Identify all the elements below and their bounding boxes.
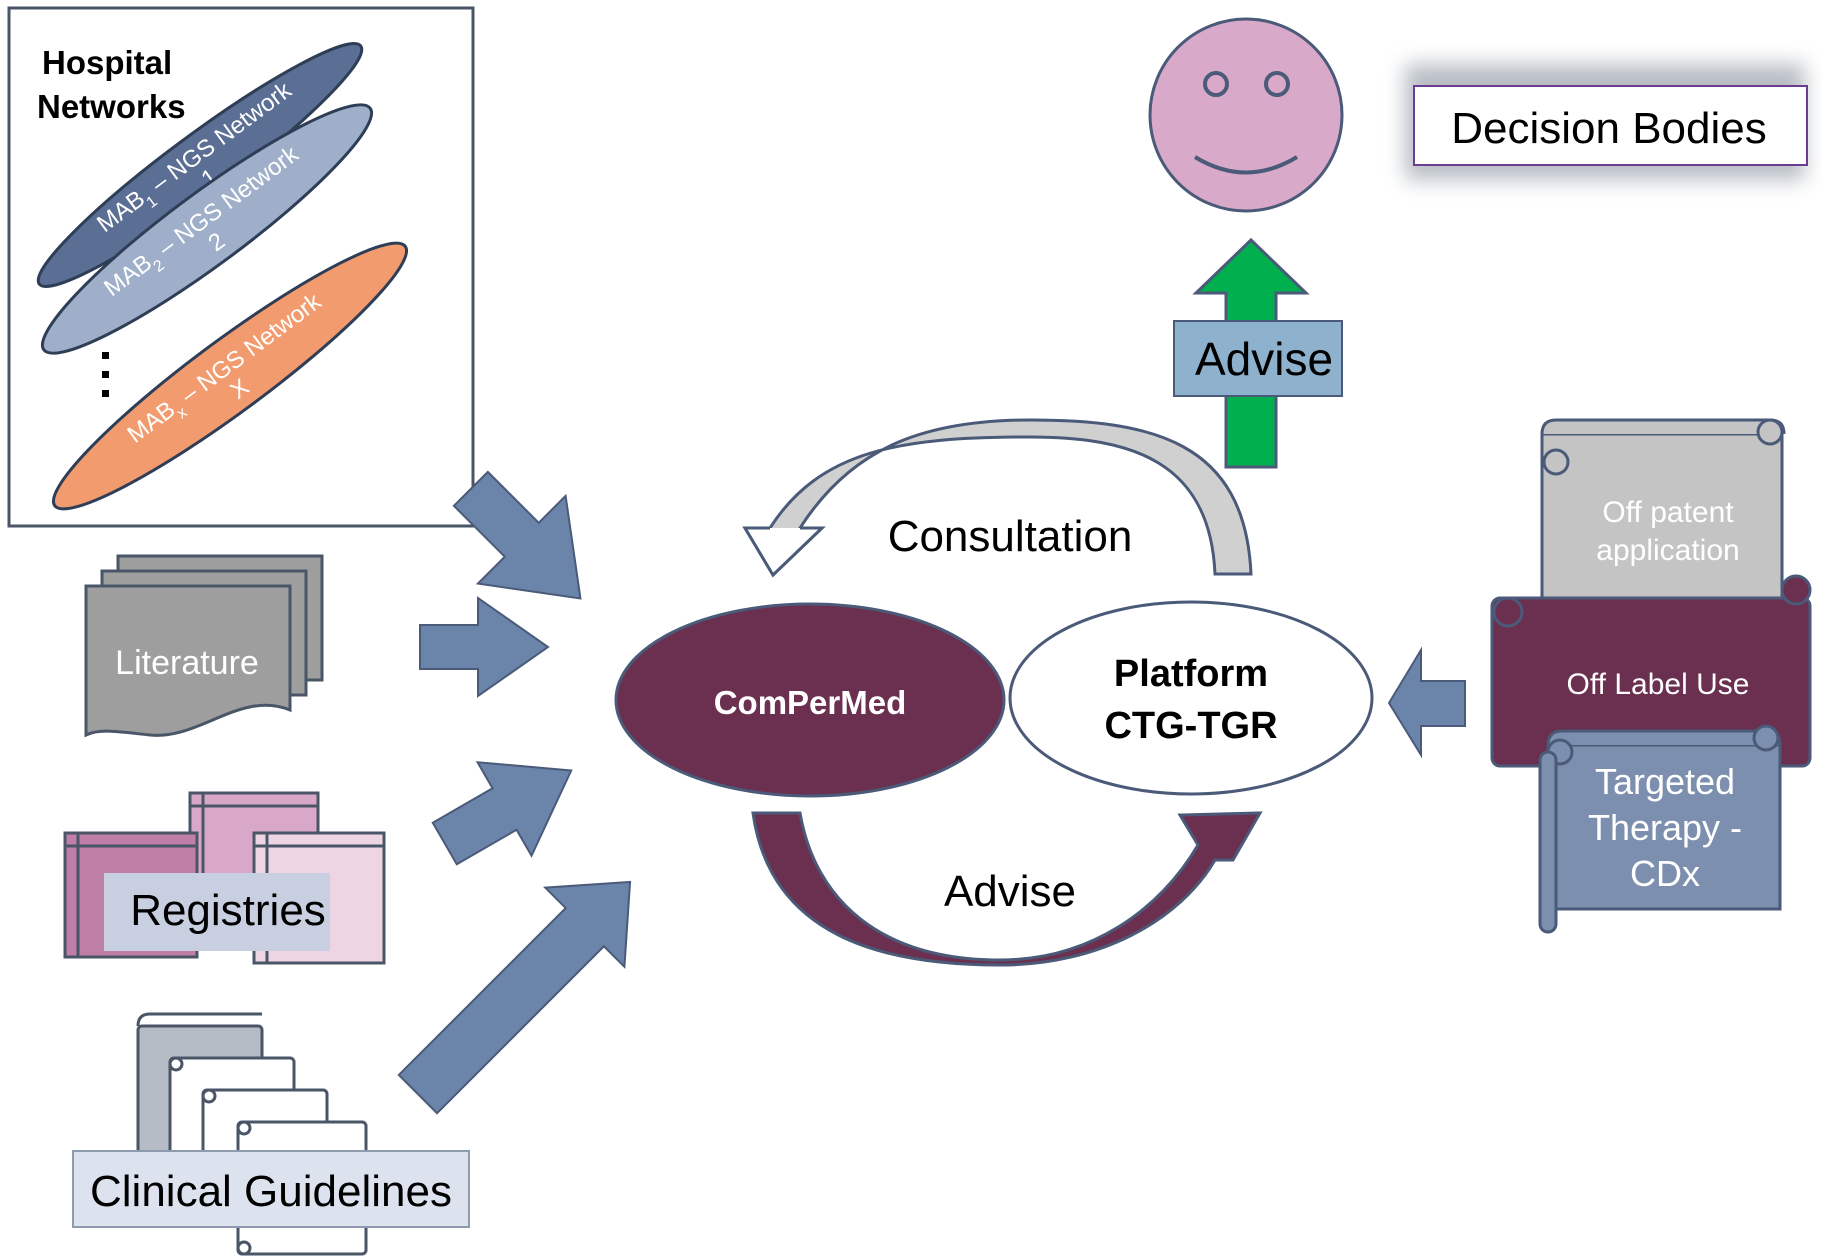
hospital-title-line2: Networks [37, 88, 186, 125]
smiley-face-icon [1148, 17, 1344, 213]
advise-top-label: Advise [1195, 333, 1333, 385]
targeted-line2: Therapy - [1588, 807, 1742, 848]
platform-label-line1: Platform [1114, 653, 1268, 695]
arrow-from-hospital-networks [452, 470, 582, 600]
decision-bodies-box: Decision Bodies [1405, 64, 1808, 180]
off-patent-line2: application [1596, 534, 1739, 567]
advise-up-arrow: Advise [1173, 237, 1343, 469]
clinical-guidelines-label: Clinical Guidelines [90, 1167, 452, 1216]
advise-top-box [1173, 320, 1343, 397]
input-arrows [397, 470, 1466, 1115]
platform-label-line2: CTG-TGR [1104, 705, 1277, 747]
consultation-arrow: Consultation [742, 418, 1253, 578]
targeted-line1: Targeted [1595, 761, 1735, 802]
advise-bottom-label: Advise [944, 867, 1076, 916]
arrow-from-clinical-guidelines [397, 880, 632, 1115]
network-ellipsis [102, 352, 109, 397]
decision-bodies-label: Decision Bodies [1451, 104, 1767, 153]
literature-label: Literature [115, 644, 259, 682]
platform-node: Platform CTG-TGR [1008, 600, 1374, 796]
arrow-from-scrolls [1387, 646, 1466, 759]
scroll-off-label: Off Label Use [1490, 574, 1812, 768]
consultation-label: Consultation [888, 512, 1133, 561]
off-patent-line1: Off patent [1602, 496, 1734, 529]
hospital-networks-panel: Hospital Networks MAB1 – NGS Network 1 M… [7, 6, 475, 528]
scroll-targeted-therapy: Targeted Therapy - CDx [1538, 724, 1782, 934]
off-label-text: Off Label Use [1567, 668, 1750, 701]
registries-label: Registries [130, 886, 326, 935]
arrow-from-registries [431, 761, 573, 866]
advise-bottom-arrow: Advise [751, 811, 1263, 967]
clinical-guidelines-scrolls: Clinical Guidelines [72, 1012, 470, 1256]
compermed-node: ComPerMed [614, 602, 1006, 798]
compermed-label: ComPerMed [714, 684, 907, 721]
registries-tables: Registries [63, 791, 386, 965]
literature-documents: Literature [84, 554, 324, 738]
hospital-title-line1: Hospital [42, 44, 172, 81]
arrow-from-literature [419, 596, 550, 698]
targeted-line3: CDx [1630, 853, 1700, 894]
